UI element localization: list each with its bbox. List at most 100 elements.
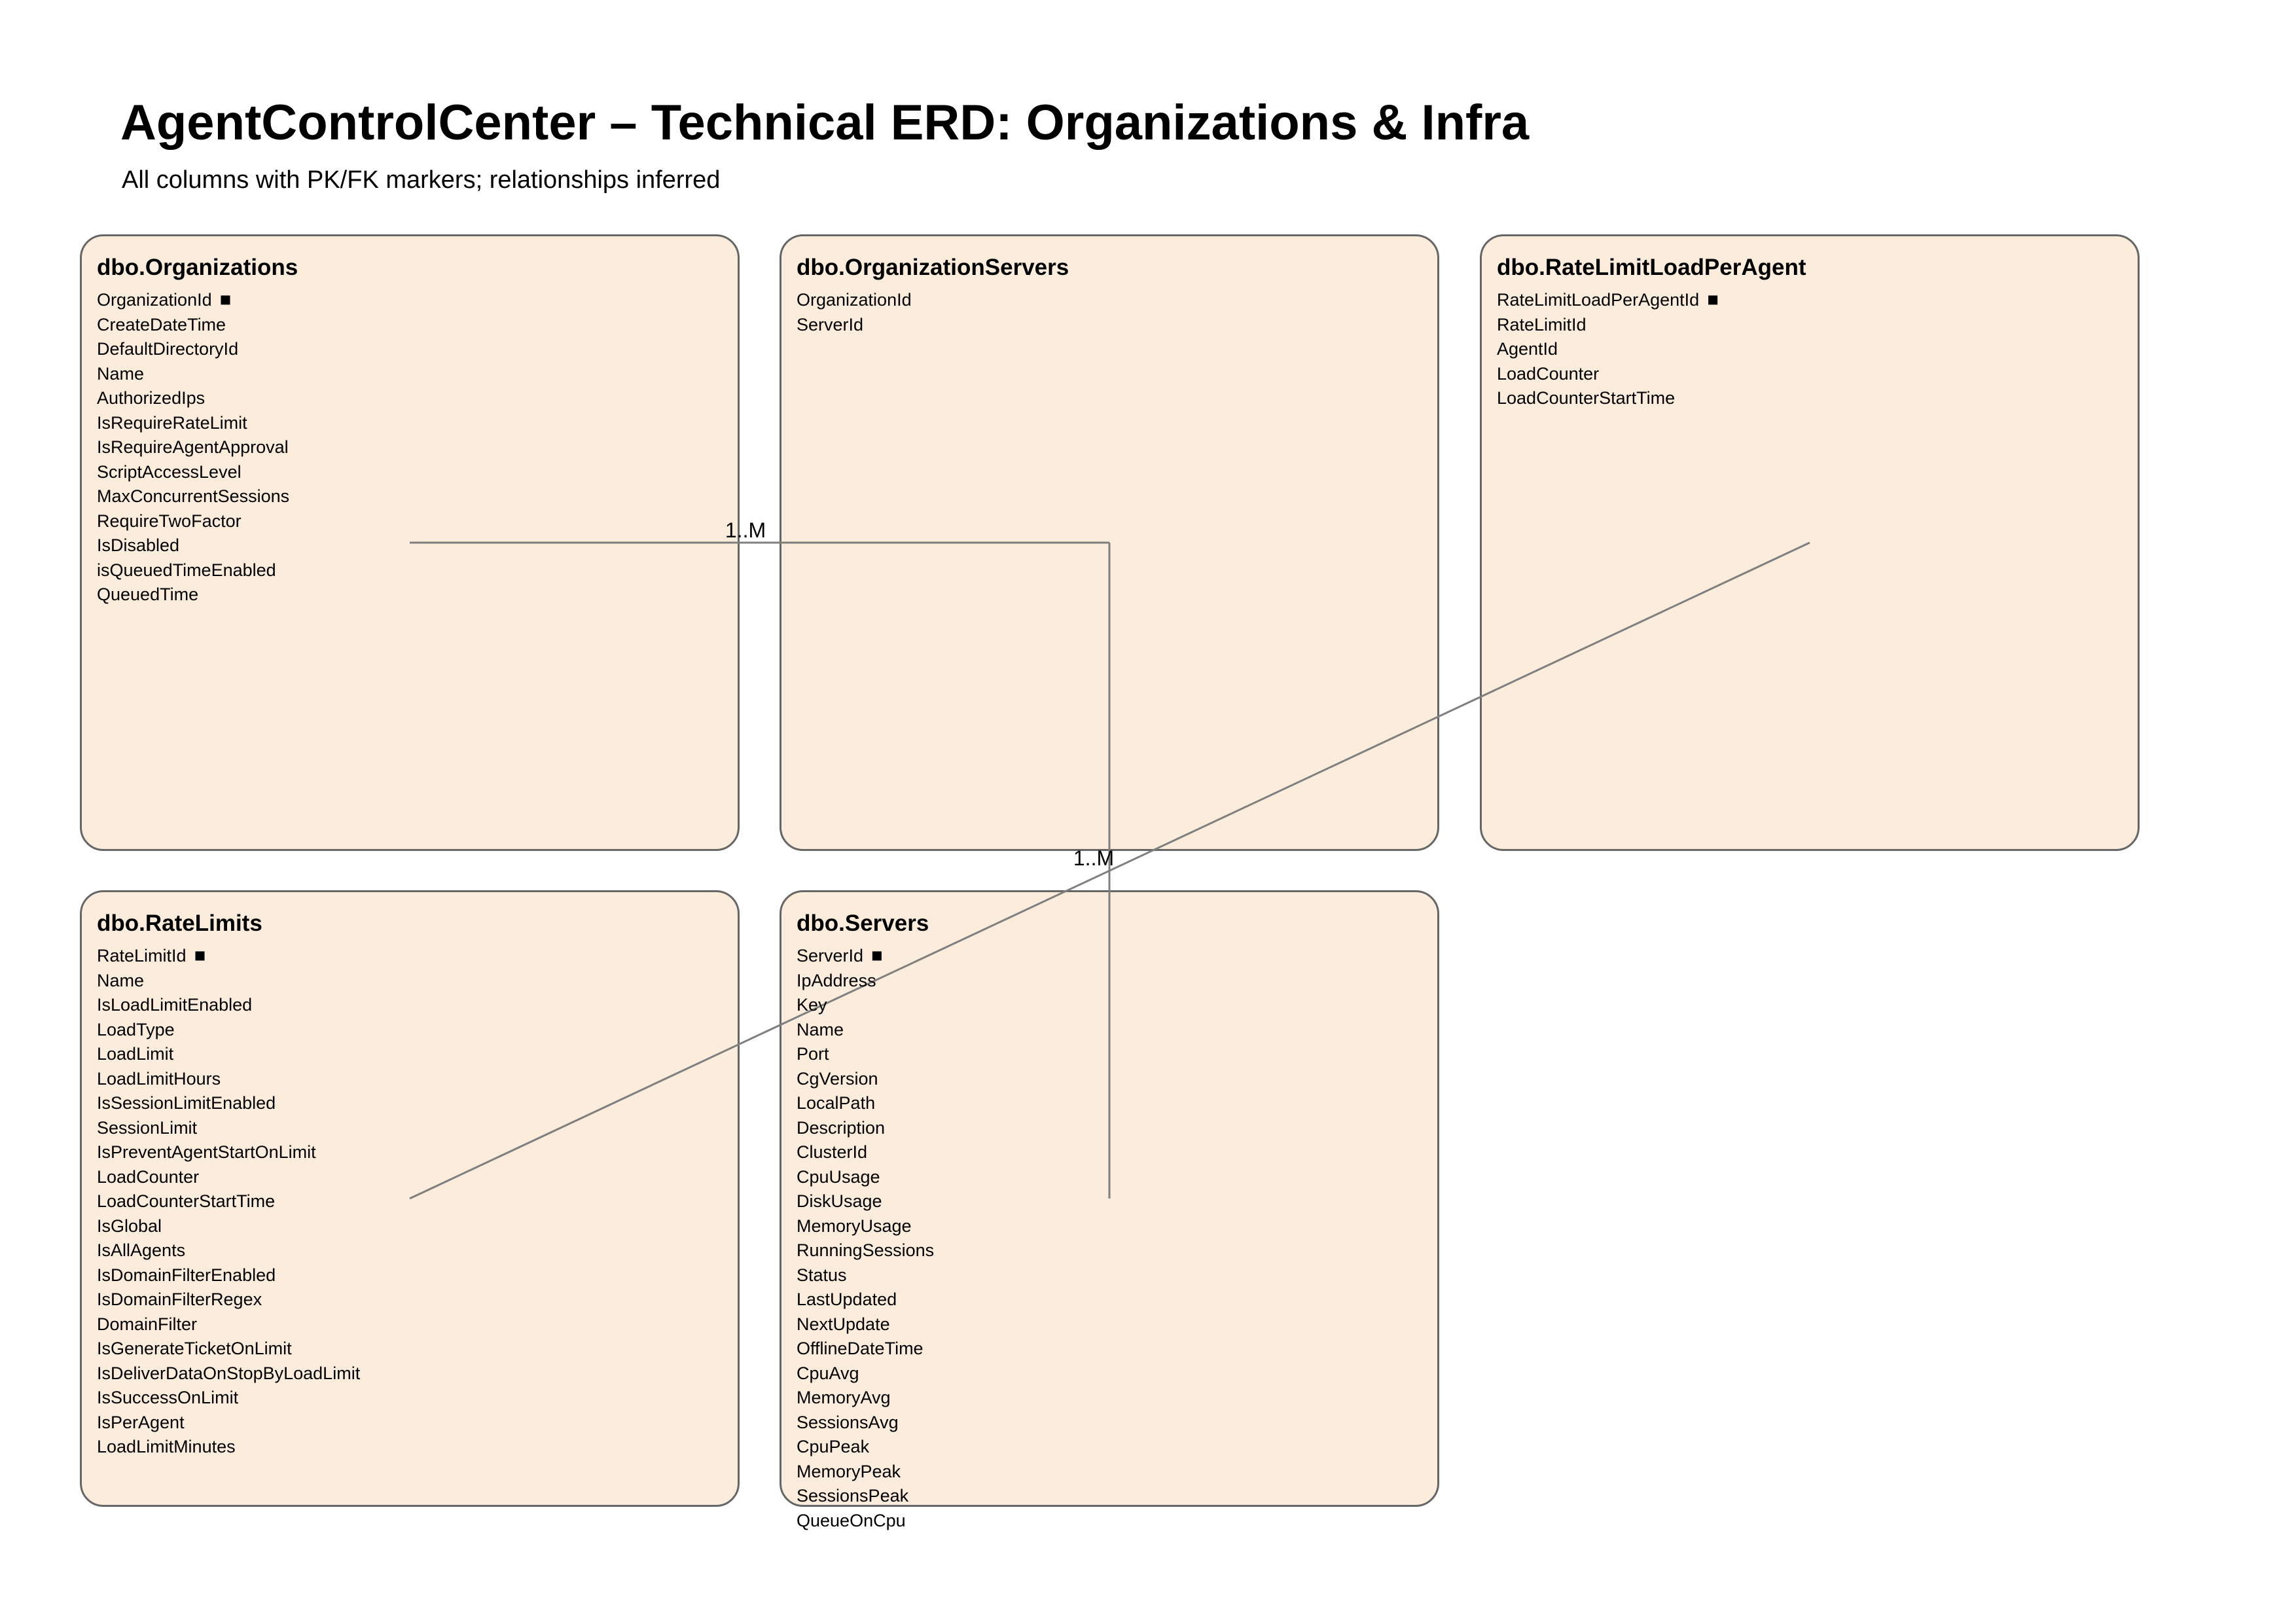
column-row: DiskUsage [797, 1189, 1419, 1214]
column-name: AuthorizedIps [97, 388, 206, 408]
column-row: isQueuedTimeEnabled [97, 558, 719, 583]
column-row: OfflineDateTime [797, 1337, 1419, 1362]
column-name: CpuUsage [797, 1166, 880, 1187]
column-name: ServerId [797, 946, 864, 965]
column-name: isQueuedTimeEnabled [97, 560, 276, 580]
column-row: QueuedTime [97, 583, 719, 607]
column-name: LastUpdated [797, 1290, 897, 1309]
column-row: LoadLimit [97, 1042, 719, 1067]
column-row: IsRequireRateLimit [97, 411, 719, 436]
column-name: Status [797, 1265, 847, 1285]
column-row: NextUpdate [797, 1312, 1419, 1337]
column-name: LocalPath [797, 1093, 876, 1113]
column-row: RateLimitId ■ [97, 944, 719, 969]
column-row: OrganizationId [797, 288, 1419, 313]
column-name: OfflineDateTime [797, 1339, 924, 1358]
column-row: SessionsPeak [797, 1484, 1419, 1509]
column-row: MemoryUsage [797, 1214, 1419, 1239]
column-row: LastUpdated [797, 1288, 1419, 1312]
column-name: DomainFilter [97, 1314, 198, 1334]
column-row: RateLimitId [1497, 313, 2119, 338]
column-row: IsAllAgents [97, 1238, 719, 1263]
column-row: MemoryAvg [797, 1386, 1419, 1411]
column-row: CreateDateTime [97, 313, 719, 338]
column-row: Name [797, 1018, 1419, 1043]
column-row: LoadCounterStartTime [97, 1189, 719, 1214]
column-row: Description [797, 1116, 1419, 1141]
entity-content: dbo.Organizations OrganizationId■CreateD… [82, 236, 738, 607]
column-name: IsDeliverDataOnStopByLoadLimit [97, 1363, 361, 1383]
column-name: IsDisabled [97, 535, 180, 555]
column-row: LoadType [97, 1018, 719, 1043]
column-row: LoadLimitHours [97, 1067, 719, 1092]
column-name: SessionLimit [97, 1117, 198, 1138]
column-name: LoadCounterStartTime [1497, 388, 1676, 408]
column-row: IsSessionLimitEnabled [97, 1091, 719, 1116]
page-subtitle: All columns with PK/FK markers; relation… [122, 166, 721, 194]
column-row: ClusterId [797, 1140, 1419, 1165]
column-name: Name [97, 970, 145, 990]
column-row: OrganizationId ■ [97, 288, 719, 313]
column-name: IsDomainFilterRegex [97, 1290, 262, 1309]
column-row: SessionLimit [97, 1116, 719, 1141]
column-name: IsRequireRateLimit [97, 412, 247, 433]
primary-key-marker-icon: ■ [194, 945, 206, 966]
column-row: QueueOnCpu [797, 1509, 1419, 1534]
column-row: AuthorizedIps [97, 386, 719, 411]
column-name: IsDomainFilterEnabled [97, 1265, 276, 1285]
column-name: OrganizationId [97, 290, 212, 310]
column-name: NextUpdate [797, 1314, 890, 1334]
column-name: CreateDateTime [97, 314, 226, 334]
column-name: ScriptAccessLevel [97, 461, 242, 482]
primary-key-marker-icon: ■ [219, 289, 232, 310]
column-name: SessionsPeak [797, 1486, 909, 1506]
column-name: IsGlobal [97, 1216, 162, 1236]
column-name: IsPerAgent [97, 1412, 185, 1432]
column-name: Name [97, 363, 145, 384]
column-name: IsLoadLimitEnabled [97, 995, 253, 1015]
column-name: AgentId [1497, 339, 1558, 359]
column-name: Port [797, 1044, 829, 1064]
column-row: Status [797, 1263, 1419, 1288]
column-row: RequireTwoFactor [97, 509, 719, 534]
column-name: IpAddress [797, 970, 876, 990]
column-row: IsPreventAgentStartOnLimit [97, 1140, 719, 1165]
column-name: QueuedTime [97, 585, 199, 604]
column-name: MaxConcurrentSessions [97, 486, 290, 506]
column-row: Name [97, 969, 719, 994]
column-name: MemoryAvg [797, 1388, 891, 1407]
column-row: IsGlobal [97, 1214, 719, 1239]
column-row: IsDomainFilterRegex [97, 1288, 719, 1312]
column-row: Key [797, 993, 1419, 1018]
column-row: IsDeliverDataOnStopByLoadLimit [97, 1362, 719, 1386]
column-row: IsSuccessOnLimit [97, 1386, 719, 1411]
column-name: RateLimitId [1497, 314, 1587, 334]
column-row: CpuUsage [797, 1165, 1419, 1190]
column-row: LoadLimitMinutes [97, 1435, 719, 1460]
column-name: LoadLimit [97, 1044, 174, 1064]
column-name: Key [797, 995, 827, 1015]
page-title: AgentControlCenter – Technical ERD: Orga… [120, 95, 1530, 151]
column-row: CgVersion [797, 1067, 1419, 1092]
column-name: RunningSessions [797, 1240, 935, 1260]
column-row: IpAddress [797, 969, 1419, 994]
column-name: Name [797, 1019, 844, 1039]
column-name: RateLimitLoadPerAgentId [1497, 290, 1700, 310]
column-name: LoadCounter [1497, 363, 1600, 384]
column-name: IsRequireAgentApproval [97, 437, 289, 457]
column-name: SessionsAvg [797, 1412, 899, 1432]
column-row: ServerId [797, 313, 1419, 338]
column-name: IsGenerateTicketOnLimit [97, 1339, 292, 1358]
column-row: CpuPeak [797, 1435, 1419, 1460]
column-name: RateLimitId [97, 946, 187, 965]
entity-dbo-organizations: dbo.Organizations OrganizationId■CreateD… [80, 234, 740, 851]
column-name: QueueOnCpu [797, 1510, 906, 1530]
entity-content: dbo.RateLimitLoadPerAgent RateLimitLoadP… [1482, 236, 2138, 411]
column-row: CpuAvg [797, 1362, 1419, 1386]
